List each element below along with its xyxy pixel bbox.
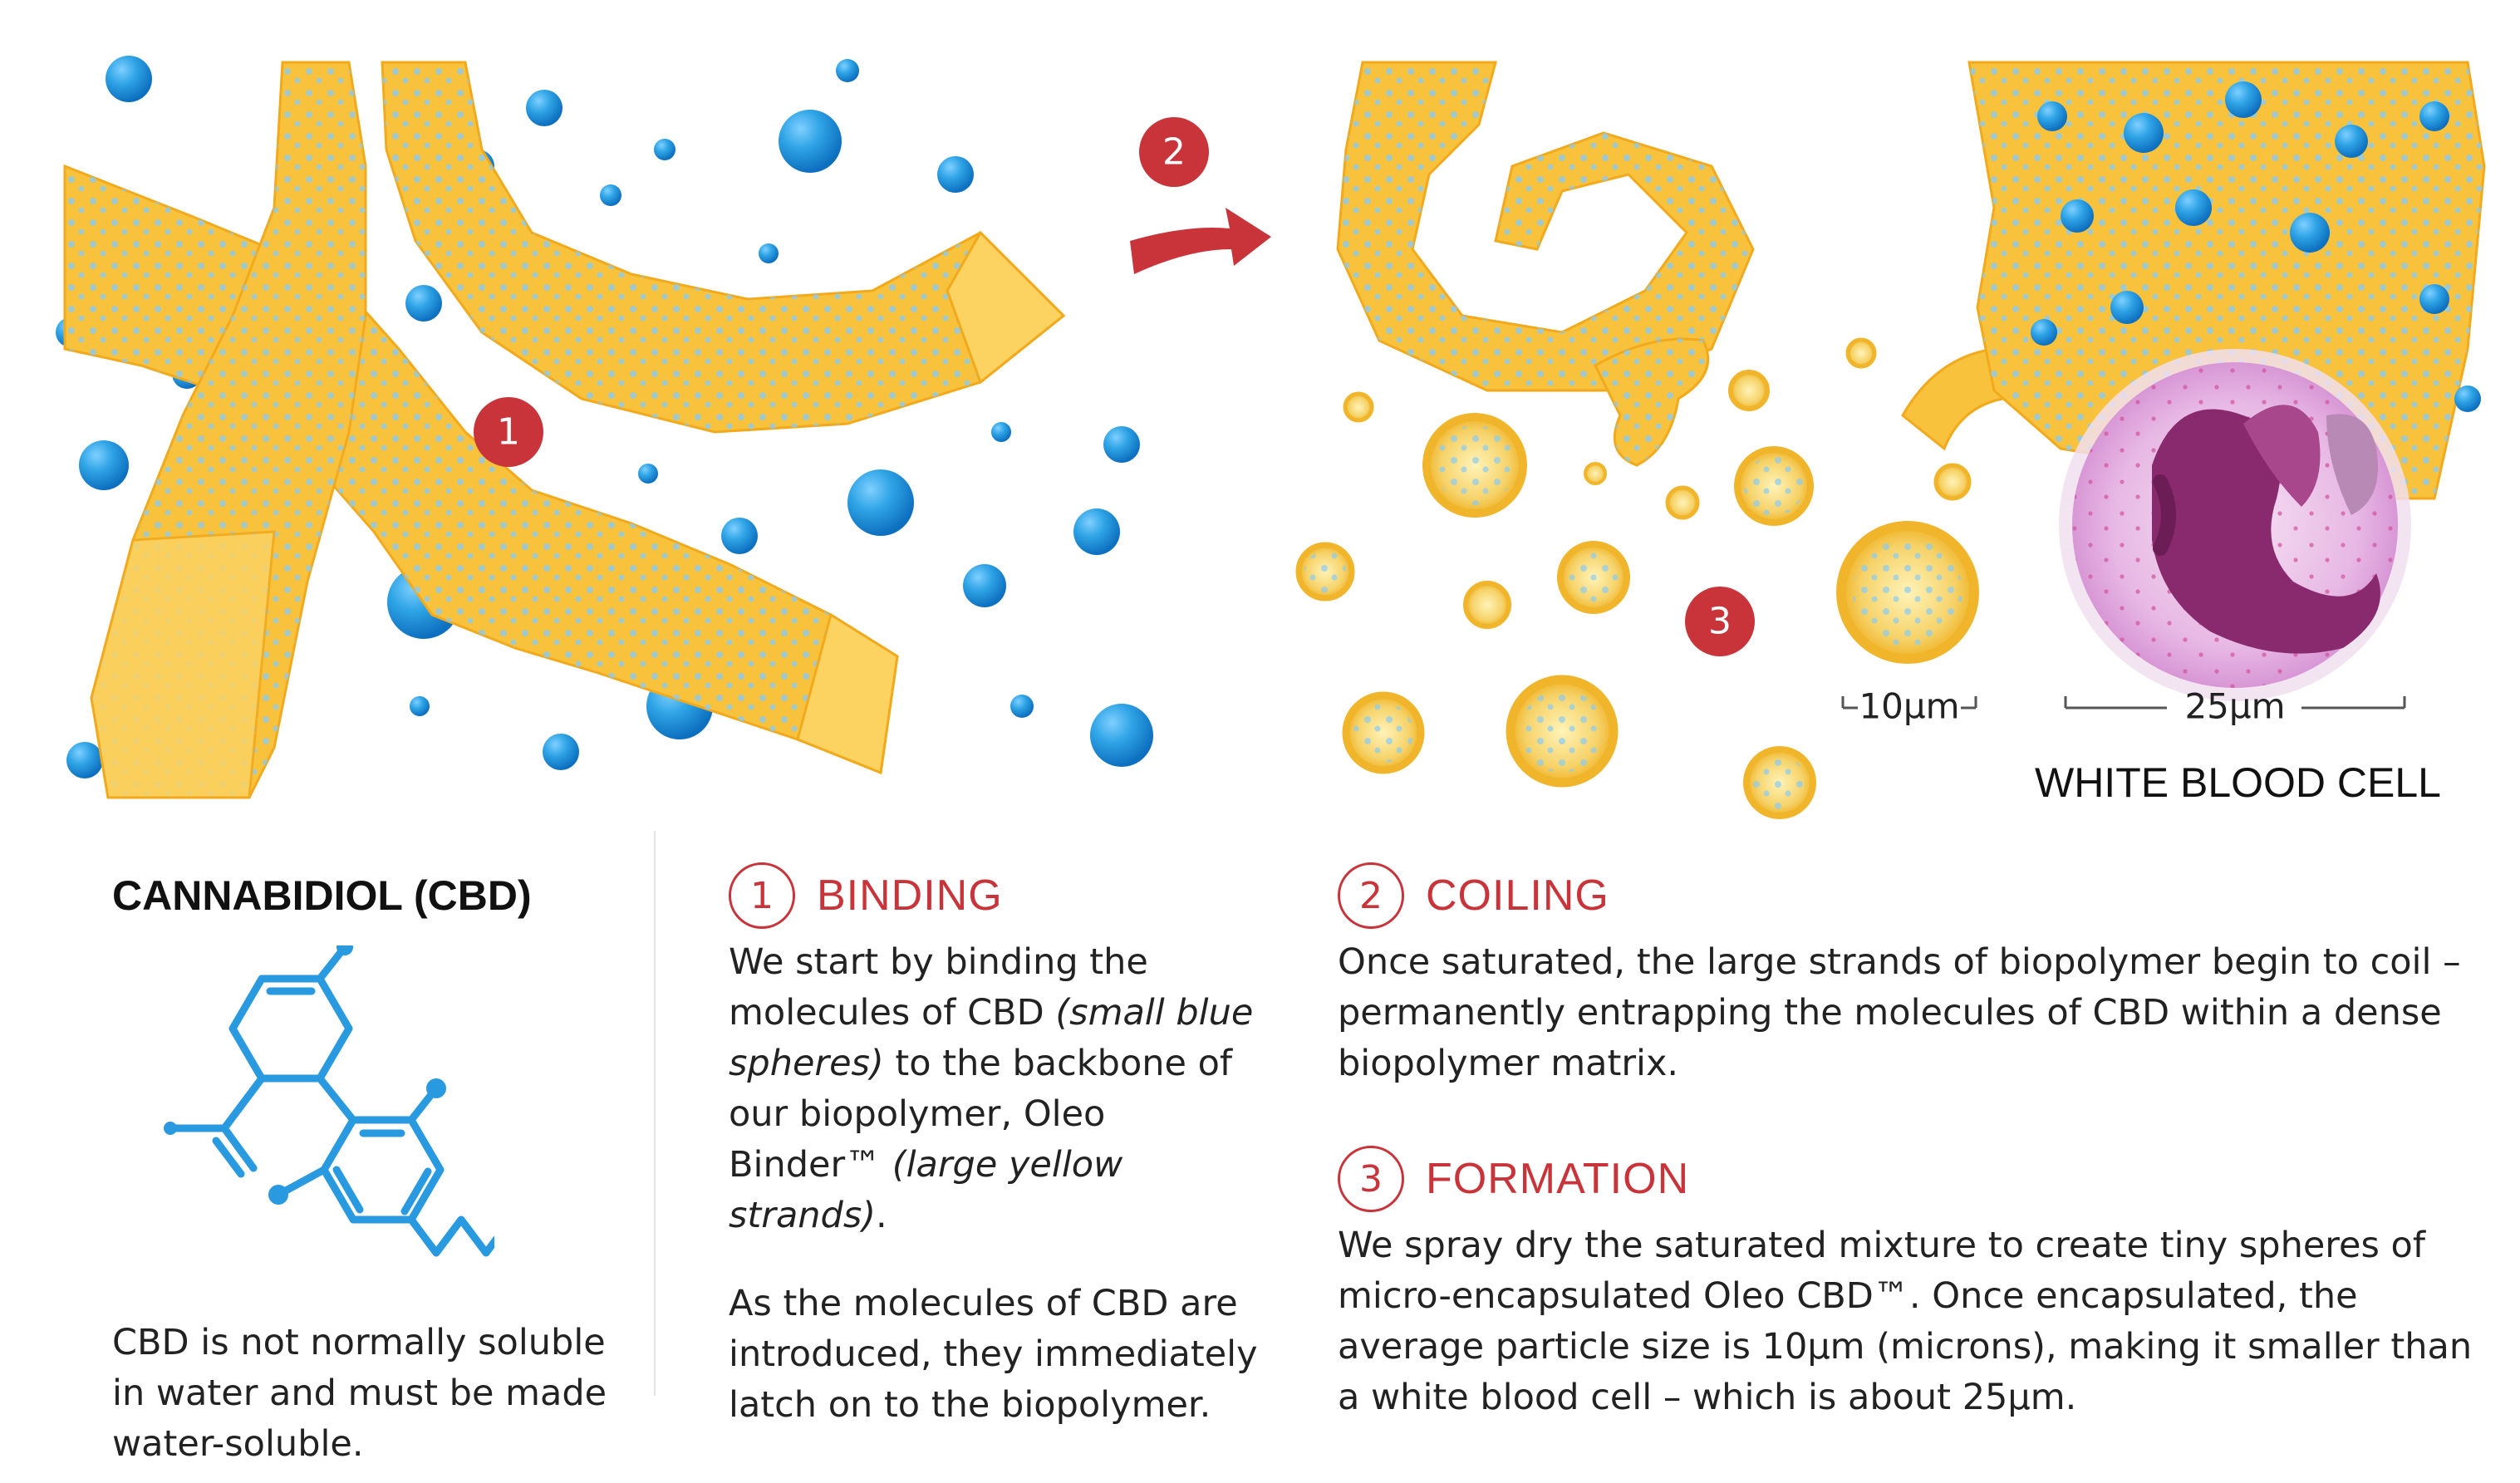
step-3-marker: 3 xyxy=(1685,587,1755,656)
cbd-column: CANNABIDIOL (CBD) xyxy=(112,839,611,1470)
binding-title: BINDING xyxy=(817,872,1003,920)
svg-text:3: 3 xyxy=(1708,601,1732,643)
process-illustration: 1 2 xyxy=(56,56,2486,819)
step-2-marker: 2 xyxy=(1139,117,1209,187)
binding-heading: 1 BINDING xyxy=(729,854,1269,937)
scale-bar-particle: 10µm xyxy=(1841,686,1977,727)
arrow-right-icon xyxy=(1130,208,1271,274)
step-2-badge: 2 xyxy=(1338,862,1404,929)
binding-paragraph-1: We start by binding the molecules of CBD… xyxy=(729,941,1254,1236)
cbd-title: CANNABIDIOL (CBD) xyxy=(112,872,532,919)
binding-scene xyxy=(56,56,1153,799)
formation-paragraph: We spray dry the saturated mixture to cr… xyxy=(1338,1225,2473,1418)
cbd-molecule-icon xyxy=(164,945,494,1257)
encapsulated-spheres xyxy=(1295,337,1979,819)
white-blood-cell-label: WHITE BLOOD CELL xyxy=(2035,759,2441,806)
coiling-heading: 2 COILING xyxy=(1338,854,2484,937)
svg-text:10µm: 10µm xyxy=(1859,686,1959,727)
cbd-description: CBD is not normally soluble in water and… xyxy=(112,1322,607,1465)
binding-paragraph-2: As the molecules of CBD are introduced, … xyxy=(729,1283,1258,1426)
step-1-badge: 1 xyxy=(729,862,795,929)
binding-column: 1 BINDING We start by binding the molecu… xyxy=(729,839,1269,1431)
svg-text:2: 2 xyxy=(1162,131,1186,174)
formation-heading: 3 FORMATION xyxy=(1338,1137,2484,1220)
column-divider xyxy=(654,831,656,1396)
white-blood-cell xyxy=(2059,349,2411,701)
step-3-badge: 3 xyxy=(1338,1146,1404,1212)
cbd-spheres xyxy=(2031,81,2481,412)
svg-text:25µm: 25µm xyxy=(2184,686,2285,727)
coiling-scene xyxy=(1336,61,2486,500)
scale-bar-cell: 25µm xyxy=(2064,686,2406,727)
formation-title: FORMATION xyxy=(1426,1155,1690,1203)
coiling-paragraph: Once saturated, the large strands of bio… xyxy=(1338,941,2461,1084)
svg-text:1: 1 xyxy=(497,411,520,454)
coiling-formation-column: 2 COILING Once saturated, the large stra… xyxy=(1338,839,2484,1423)
biopolymer-strand xyxy=(381,61,1066,434)
step-1-marker: 1 xyxy=(474,397,543,467)
coiling-title: COILING xyxy=(1426,872,1609,920)
biopolymer-strand xyxy=(90,61,367,799)
